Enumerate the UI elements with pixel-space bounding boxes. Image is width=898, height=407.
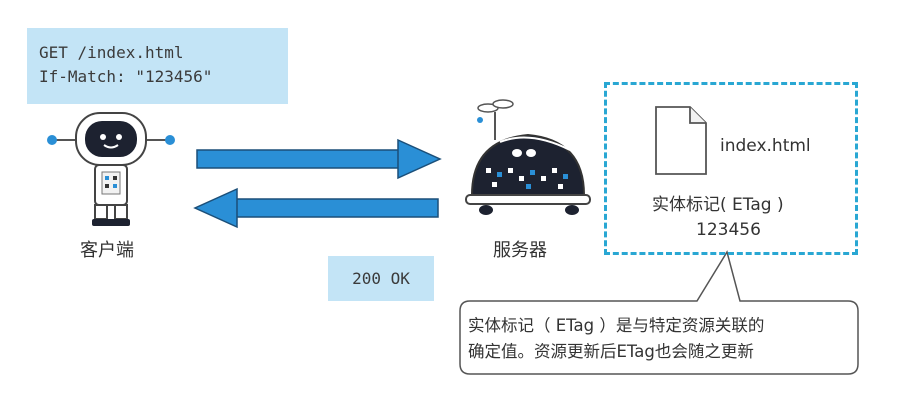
response-arrow-icon bbox=[193, 187, 439, 229]
resource-file-name: index.html bbox=[720, 136, 811, 156]
callout-text: 实体标记（ ETag ）是与特定资源关联的 确定值。资源更新后ETag也会随之更… bbox=[468, 313, 848, 365]
request-line-if-match: If-Match: "123456" bbox=[39, 67, 213, 86]
callout-line-1: 实体标记（ ETag ）是与特定资源关联的 bbox=[468, 316, 765, 335]
request-box: GET /index.html If-Match: "123456" bbox=[27, 28, 288, 104]
callout-bubble bbox=[459, 250, 859, 375]
response-box: 200 OK bbox=[328, 256, 434, 301]
server-robot-icon bbox=[465, 99, 591, 215]
request-line-method: GET /index.html bbox=[39, 43, 184, 62]
request-arrow-icon bbox=[196, 138, 442, 180]
etag-resource-frame bbox=[604, 82, 858, 255]
client-label: 客户端 bbox=[80, 240, 134, 261]
client-robot-icon bbox=[47, 112, 175, 226]
response-status: 200 OK bbox=[352, 269, 410, 288]
document-icon bbox=[655, 106, 707, 175]
callout-line-2: 确定值。资源更新后ETag也会随之更新 bbox=[468, 342, 754, 361]
server-label: 服务器 bbox=[493, 240, 547, 261]
etag-value: 123456 bbox=[696, 220, 761, 240]
etag-label: 实体标记( ETag ) bbox=[652, 195, 784, 215]
